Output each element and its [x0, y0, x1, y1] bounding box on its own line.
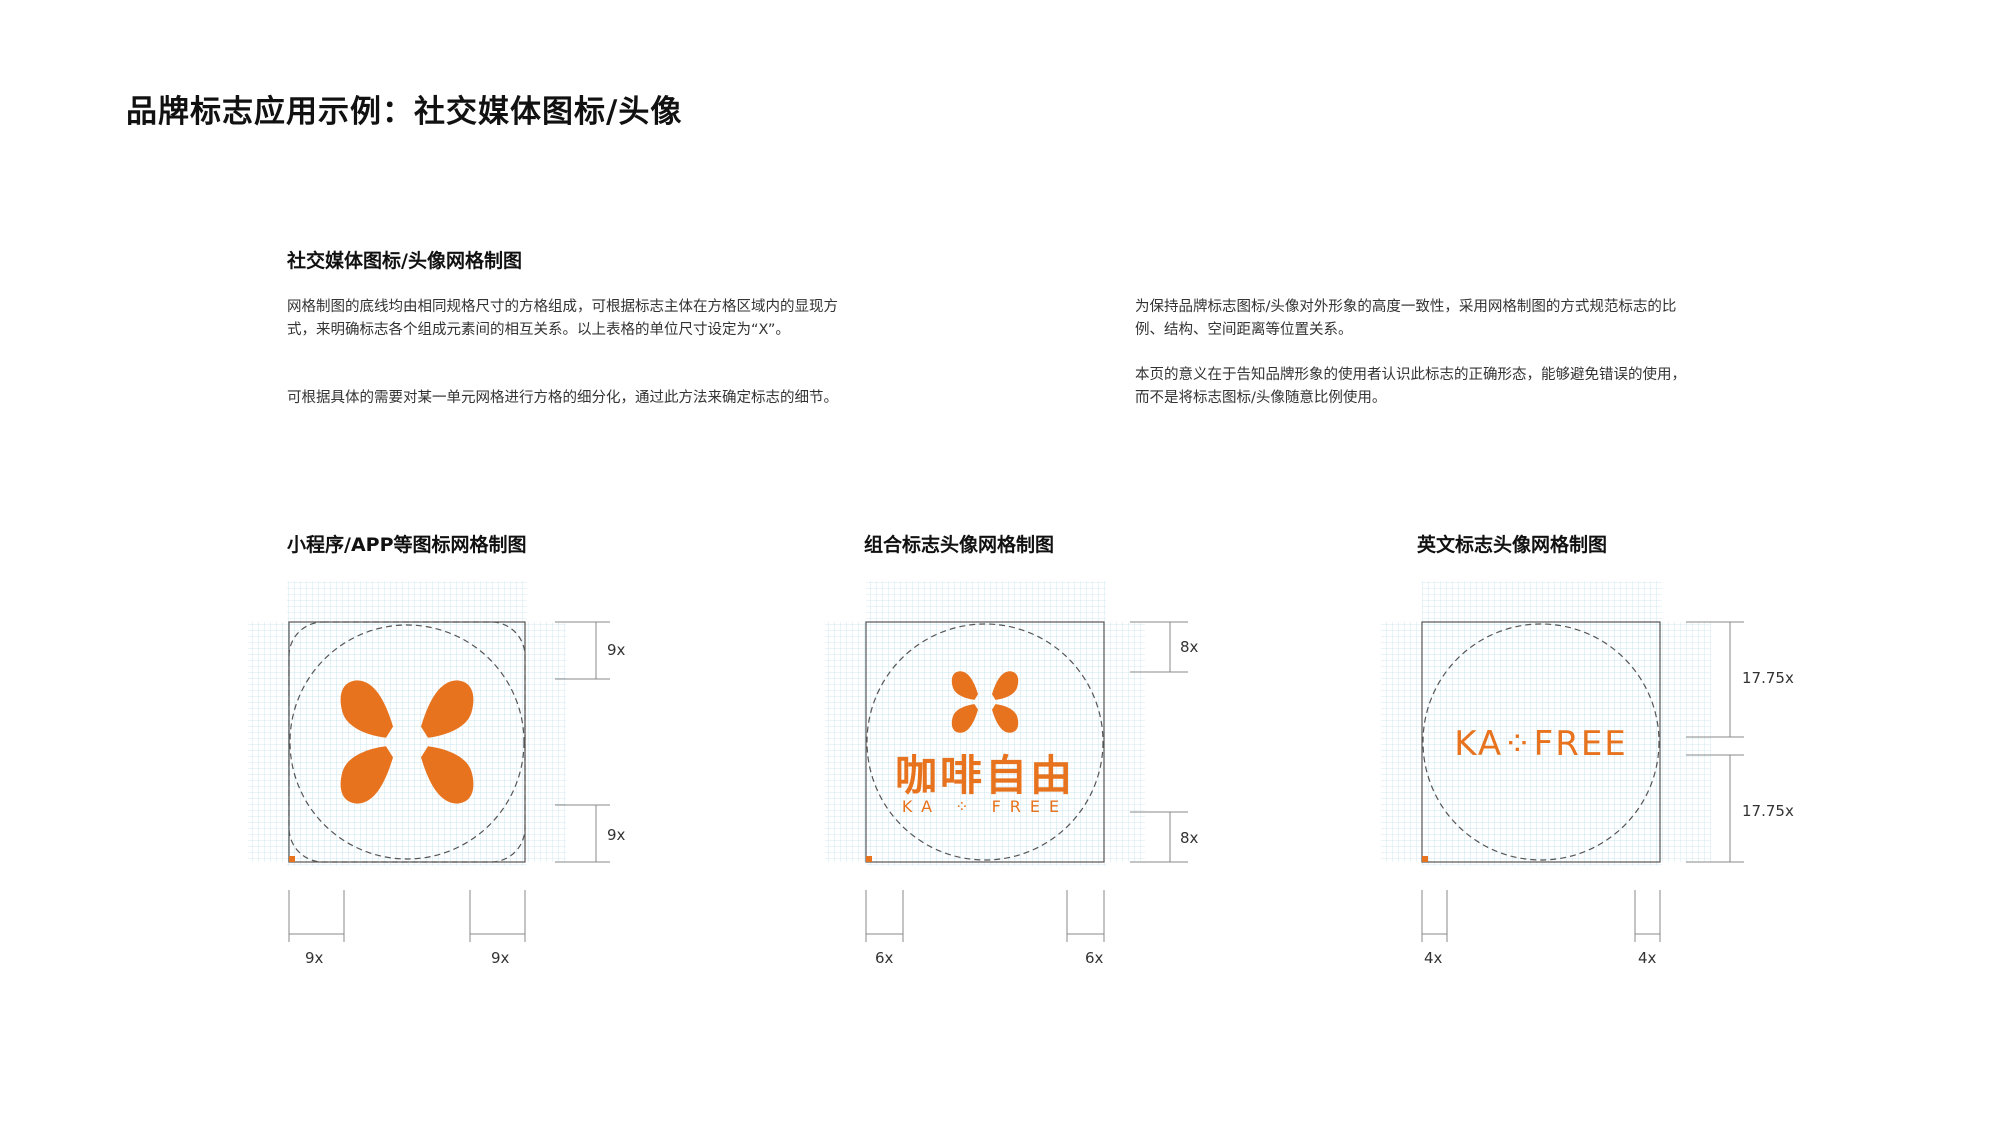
grid-band-horizontal: [1381, 622, 1711, 862]
english-logo-grid-diagram: KA⁘FREE 17.75x 17.75x 4x 4x: [1381, 581, 1794, 967]
section-heading: 社交媒体图标/头像网格制图: [287, 250, 522, 272]
intro-paragraph-3: 为保持品牌标志图标/头像对外形象的高度一致性，采用网格制图的方式规范标志的比例、…: [1135, 299, 1677, 338]
unit-swatch: [866, 856, 872, 862]
safe-circle: [1422, 623, 1660, 861]
top-margin-label: 17.75x: [1742, 669, 1794, 687]
diagram-title-combined-logo: 组合标志头像网格制图: [864, 534, 1055, 556]
right-margin-label: 9x: [491, 949, 510, 967]
intro-paragraph-1: 网格制图的底线均由相同规格尺寸的方格组成，可根据标志主体在方格区域内的显现方式，…: [287, 299, 838, 338]
safe-circle: [289, 624, 525, 860]
outer-frame: [865, 621, 1105, 863]
logo-cn-text: 咖啡自由: [895, 751, 1075, 800]
bottom-margin-label: 17.75x: [1742, 802, 1794, 820]
grid-band-horizontal: [825, 622, 1145, 862]
right-margin-label: 6x: [1085, 949, 1104, 967]
page-title: 品牌标志应用示例：社交媒体图标/头像: [126, 94, 683, 130]
intro-paragraph-2: 可根据具体的需要对某一单元网格进行方格的细分化，通过此方法来确定标志的细节。: [287, 390, 838, 406]
combined-logo-grid-diagram: 咖啡自由 KA ⁘ FREE 8x 8x 6x 6x: [825, 581, 1199, 967]
unit-swatch: [289, 856, 295, 862]
safe-circle: [866, 623, 1104, 861]
app-icon-grid-diagram: 9x 9x 9x 9x: [248, 581, 626, 967]
diagram-title-english-logo: 英文标志头像网格制图: [1417, 534, 1608, 556]
unit-swatch: [1422, 856, 1428, 862]
left-margin-label: 9x: [305, 949, 324, 967]
logo-en-text: KA ⁘ FREE: [902, 797, 1068, 816]
rounded-frame: [288, 621, 526, 863]
left-margin-label: 6x: [875, 949, 894, 967]
top-margin-label: 9x: [607, 641, 626, 659]
diagram-title-app-icon: 小程序/APP等图标网格制图: [287, 534, 527, 556]
logo-en-text: KA⁘FREE: [1454, 724, 1628, 764]
left-margin-label: 4x: [1424, 949, 1443, 967]
top-margin-label: 8x: [1180, 638, 1199, 656]
bottom-margin-label: 9x: [607, 826, 626, 844]
grid-band-horizontal: [248, 622, 566, 862]
intro-paragraph-4: 本页的意义在于告知品牌形象的使用者认识此标志的正确形态，能够避免错误的使用，而不…: [1135, 367, 1686, 406]
right-margin-label: 4x: [1638, 949, 1657, 967]
outer-frame: [1421, 621, 1661, 863]
bottom-margin-label: 8x: [1180, 829, 1199, 847]
